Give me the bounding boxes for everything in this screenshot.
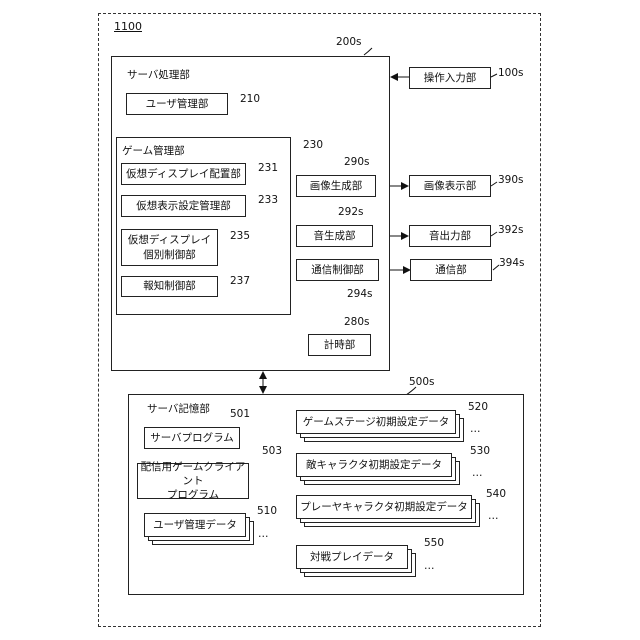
server-program-ref: 501 [230, 408, 250, 420]
battle-play-label: 対戦プレイデータ [310, 550, 394, 564]
sound-gen-label: 音生成部 [314, 229, 356, 243]
user-mgmt-ref: 210 [240, 93, 260, 105]
server-storage-title: サーバ記憶部 [147, 401, 210, 416]
server-processing-title: サーバ処理部 [127, 67, 190, 82]
game-mgmt-item-ref: 231 [258, 162, 278, 174]
sound-gen-ref: 292s [338, 206, 364, 218]
game-mgmt-item-ref: 235 [230, 230, 250, 242]
server-program-label: サーバプログラム [150, 431, 234, 445]
operation-input-label: 操作入力部 [424, 71, 477, 85]
user-mgmt-box: ユーザ管理部 [126, 93, 228, 115]
comm-ctrl-box: 通信制御部 [296, 259, 379, 281]
game-mgmt-item-label: 仮想ディスプレイ 個別制御部 [128, 233, 211, 261]
image-display-box: 画像表示部 [409, 175, 491, 197]
user-mgmt-data-stack: ユーザ管理データ [144, 513, 256, 547]
communication-box: 通信部 [410, 259, 492, 281]
game-mgmt-item-label: 報知制御部 [143, 279, 196, 293]
timer-label: 計時部 [324, 338, 356, 352]
game-mgmt-item-237: 報知制御部 [121, 276, 218, 297]
operation-input-box: 操作入力部 [409, 67, 491, 89]
game-mgmt-ref: 230 [303, 139, 323, 151]
image-gen-box: 画像生成部 [296, 175, 376, 197]
user-mgmt-data-label: ユーザ管理データ [153, 518, 237, 532]
timer-box: 計時部 [308, 334, 371, 356]
game-mgmt-item-ref: 233 [258, 194, 278, 206]
enemy-init-stack: 敵キャラクタ初期設定データ [296, 453, 468, 487]
stage-init-stack: ゲームステージ初期設定データ [296, 410, 468, 444]
server-program-box: サーバプログラム [144, 427, 240, 449]
server-processing-ref: 200s [336, 36, 362, 48]
battle-play-ref: 550 [424, 537, 444, 549]
player-init-ellipsis: … [488, 510, 499, 522]
client-program-ref: 503 [262, 445, 282, 457]
image-gen-ref: 290s [344, 156, 370, 168]
user-mgmt-data-ellipsis: … [258, 528, 269, 540]
comm-ctrl-label: 通信制御部 [311, 263, 364, 277]
image-display-ref: 390s [498, 174, 524, 186]
sound-gen-box: 音生成部 [296, 225, 373, 247]
game-mgmt-item-label: 仮想表示設定管理部 [136, 199, 231, 213]
enemy-init-ref: 530 [470, 445, 490, 457]
client-program-label: 配信用ゲームクライアント プログラム [138, 460, 248, 503]
communication-ref: 394s [499, 257, 525, 269]
image-display-label: 画像表示部 [424, 179, 477, 193]
player-init-ref: 540 [486, 488, 506, 500]
stage-init-ref: 520 [468, 401, 488, 413]
sound-output-ref: 392s [498, 224, 524, 236]
game-mgmt-item-ref: 237 [230, 275, 250, 287]
stage-init-label: ゲームステージ初期設定データ [303, 415, 449, 429]
game-mgmt-item-label: 仮想ディスプレイ配置部 [126, 167, 241, 181]
battle-play-ellipsis: … [424, 560, 435, 572]
timer-ref: 280s [344, 316, 370, 328]
enemy-init-ellipsis: … [472, 467, 483, 479]
sound-output-box: 音出力部 [409, 225, 491, 247]
sound-output-label: 音出力部 [429, 229, 471, 243]
game-mgmt-item-233: 仮想表示設定管理部 [121, 195, 246, 217]
player-init-stack: プレーヤキャラクタ初期設定データ [296, 495, 486, 529]
image-gen-label: 画像生成部 [310, 179, 363, 193]
enemy-init-label: 敵キャラクタ初期設定データ [306, 458, 442, 472]
game-mgmt-title: ゲーム管理部 [122, 143, 185, 158]
battle-play-stack: 対戦プレイデータ [296, 545, 422, 579]
game-mgmt-item-231: 仮想ディスプレイ配置部 [121, 163, 246, 185]
user-mgmt-data-ref: 510 [257, 505, 277, 517]
client-program-box: 配信用ゲームクライアント プログラム [137, 463, 249, 499]
player-init-label: プレーヤキャラクタ初期設定データ [300, 500, 468, 514]
operation-input-ref: 100s [498, 67, 524, 79]
comm-ctrl-ref: 294s [347, 288, 373, 300]
server-storage-ref: 500s [409, 376, 435, 388]
communication-label: 通信部 [435, 263, 467, 277]
stage-init-ellipsis: … [470, 423, 481, 435]
game-mgmt-item-235: 仮想ディスプレイ 個別制御部 [121, 229, 218, 266]
user-mgmt-label: ユーザ管理部 [146, 97, 209, 111]
